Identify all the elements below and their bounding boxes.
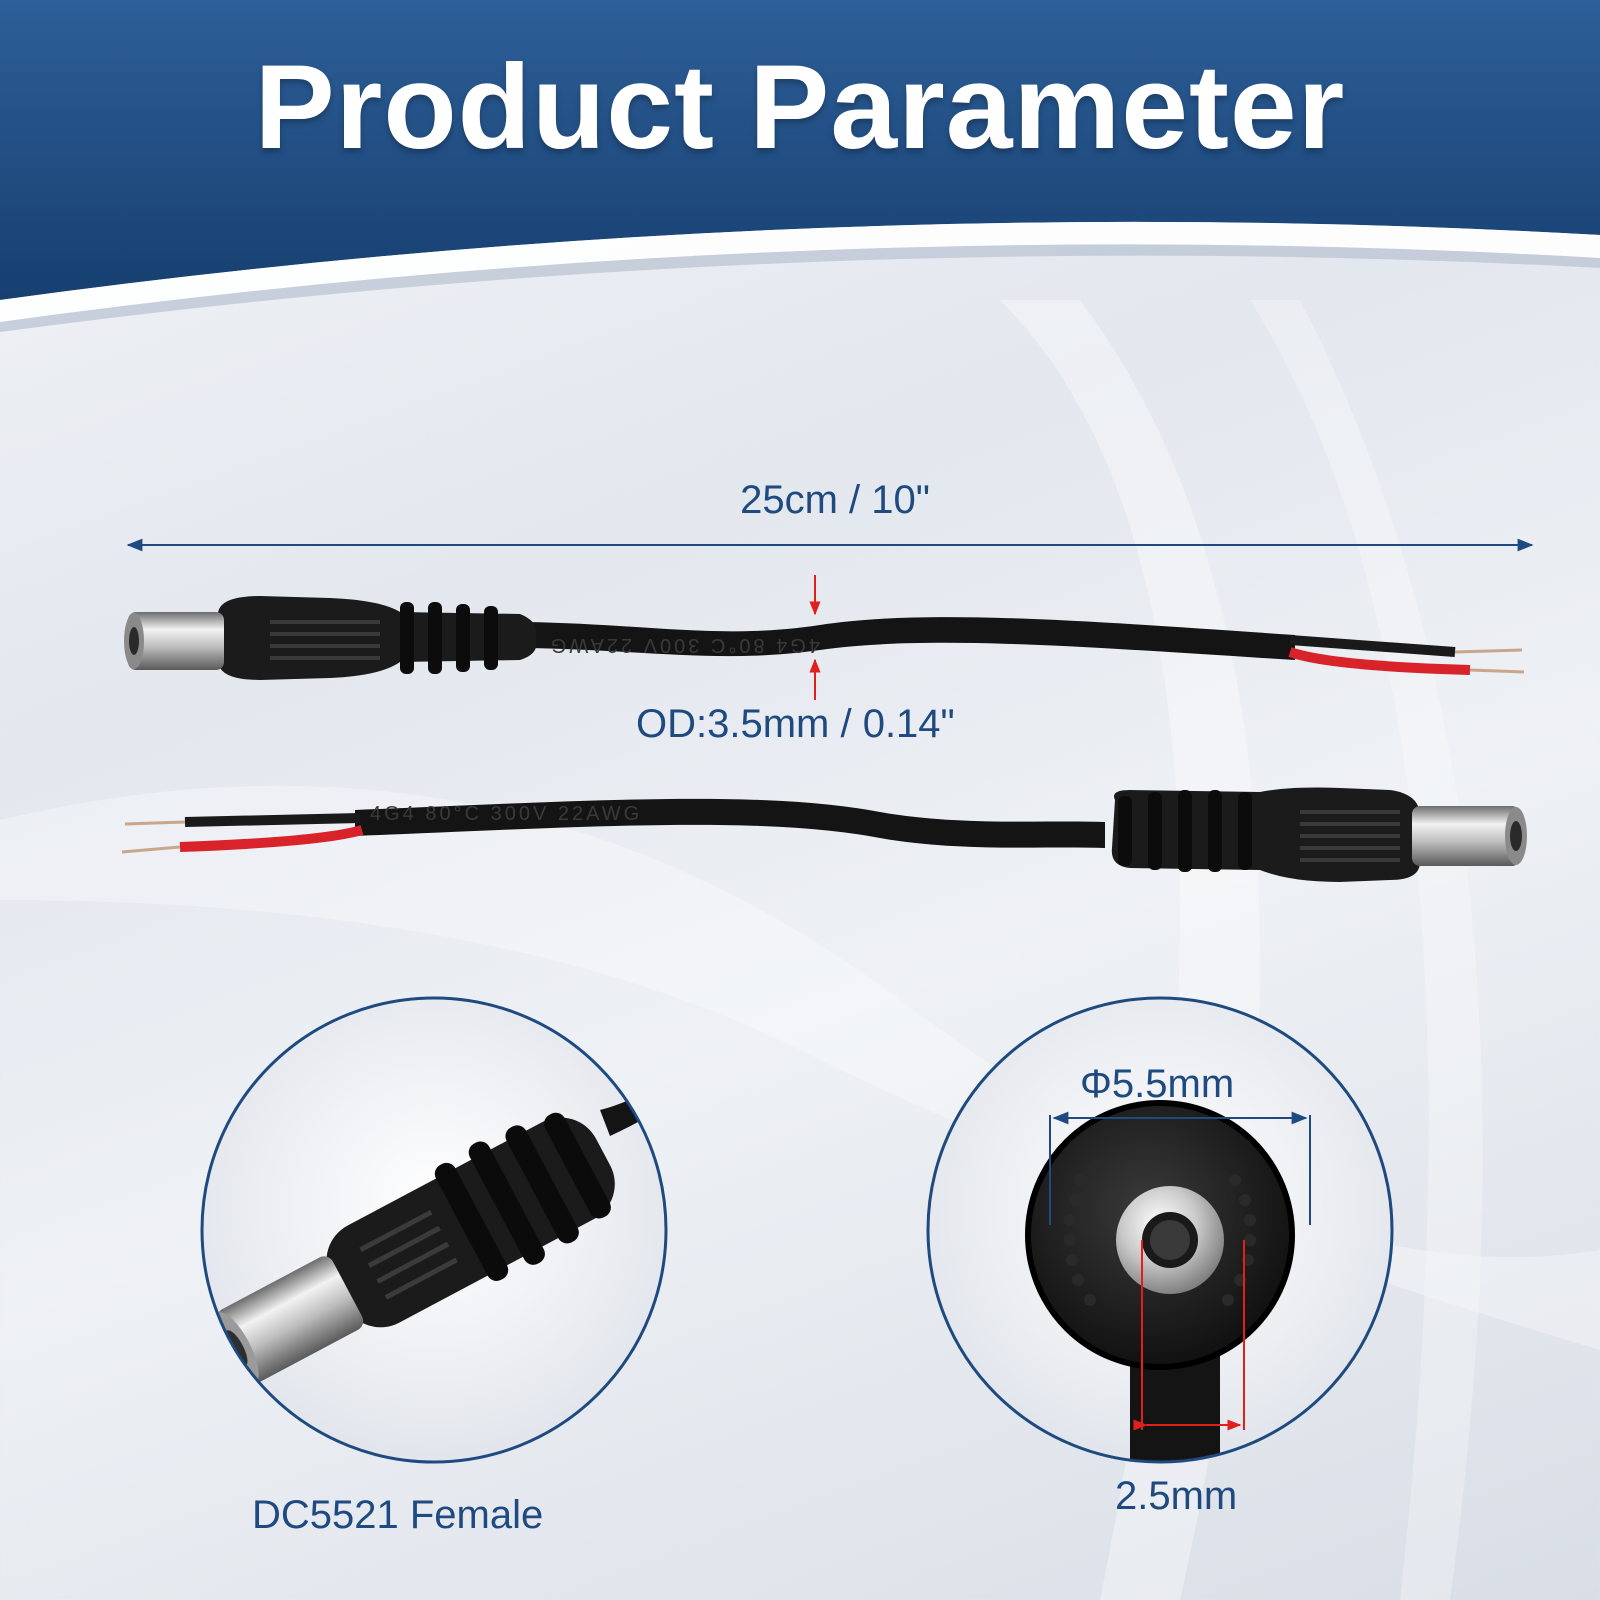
svg-text:4G4 80°C 300V 22AWG: 4G4 80°C 300V 22AWG [548, 634, 820, 656]
plug-face-detail [926, 996, 1394, 1464]
female-connector-detail [200, 996, 668, 1464]
length-label: 25cm / 10" [740, 478, 930, 522]
header-banner [0, 0, 1600, 332]
bottom-cable: 4G4 80°C 300V 22AWG [121, 787, 1527, 882]
top-cable: 4G4 80°C 300V 22AWG [124, 596, 1525, 680]
svg-text:4G4 80°C 300V 22AWG: 4G4 80°C 300V 22AWG [370, 803, 642, 825]
outer-diameter-label: OD:3.5mm / 0.14" [636, 702, 955, 746]
inner-diameter-label: 2.5mm [1115, 1474, 1238, 1518]
connector-type-label: DC5521 Female [252, 1493, 544, 1537]
page-title: Product Parameter [254, 40, 1346, 174]
plug-diameter-label: Φ5.5mm [1080, 1062, 1235, 1106]
